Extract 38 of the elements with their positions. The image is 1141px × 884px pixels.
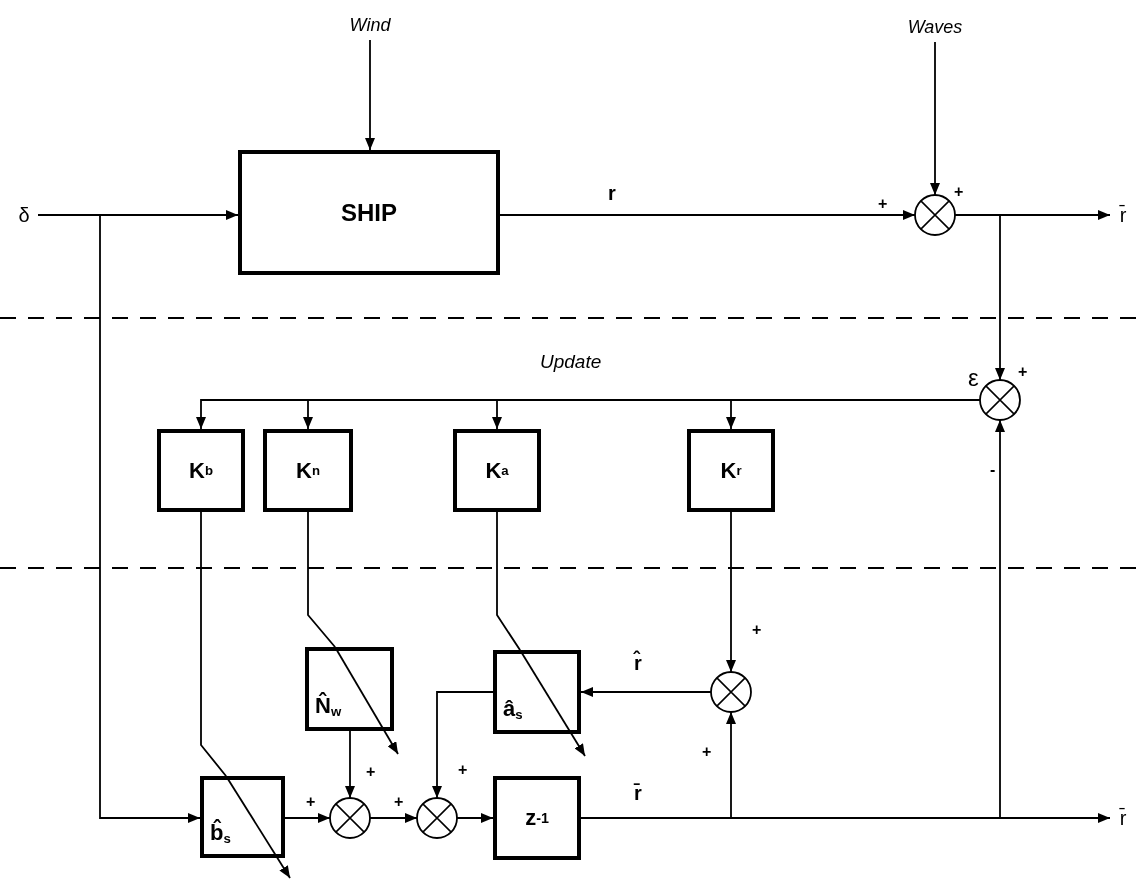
block-box: SHIP	[238, 150, 500, 275]
signal-label: Wind	[335, 10, 405, 40]
section-label: Update	[540, 352, 602, 371]
block-box: b̂$_{s}$	[200, 776, 285, 858]
sign-label: +	[752, 622, 762, 638]
sign-label: +	[394, 794, 404, 810]
connector-arrow	[345, 730, 355, 799]
connector-arrow	[954, 214, 1005, 381]
summing-junction	[329, 797, 371, 839]
sign-label: +	[458, 762, 468, 778]
signal-label: r̄	[1110, 803, 1136, 833]
connector-arrow	[580, 687, 712, 697]
sign-label: +	[954, 184, 964, 200]
summing-junction	[979, 379, 1021, 421]
sign-label: +	[306, 794, 316, 810]
sign-label: +	[878, 196, 888, 212]
connector-arrow	[37, 214, 201, 823]
connector-arrow	[726, 511, 736, 673]
connector-arrow	[499, 210, 916, 220]
signal-label: Waves	[895, 12, 975, 42]
sign-label: +	[366, 764, 376, 780]
summing-junction	[914, 194, 956, 236]
sign-label: +	[702, 744, 712, 760]
sign-label: +	[1018, 364, 1028, 380]
summing-junction	[710, 671, 752, 713]
signal-label: δ	[10, 200, 38, 230]
summing-junction	[416, 797, 458, 839]
connector-arrow	[726, 399, 981, 430]
error-symbol: ε	[968, 366, 979, 390]
block-box: â$_{s}$	[493, 650, 581, 734]
block-box: N̂$_{w}$	[305, 647, 394, 731]
connector-arrow	[284, 813, 331, 823]
connector-arrow	[580, 419, 1005, 819]
signal-label: r̄	[1110, 200, 1136, 230]
connector-arrow	[365, 39, 375, 151]
sign-label: -	[990, 462, 996, 478]
connector-arrow	[930, 41, 940, 196]
connector-arrow	[432, 691, 494, 799]
